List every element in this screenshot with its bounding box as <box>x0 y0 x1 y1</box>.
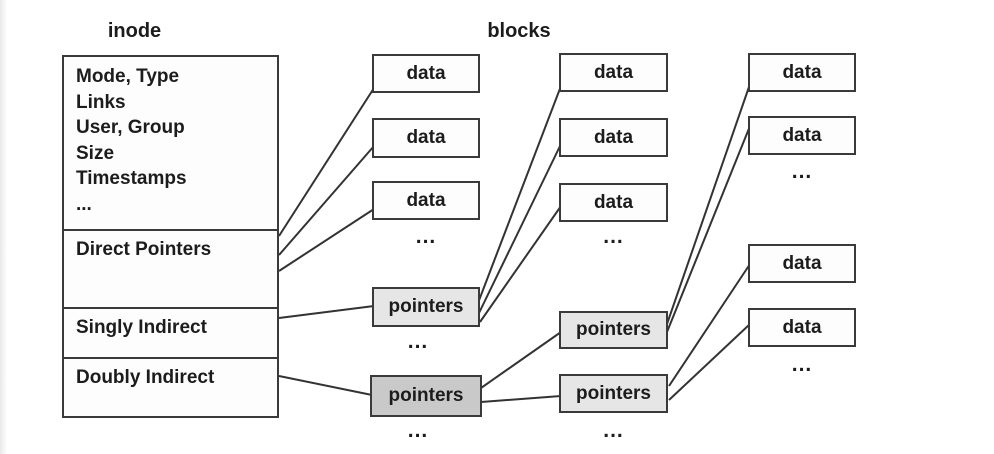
inode-attribute: User, Group <box>76 117 185 138</box>
data-block: data <box>748 308 856 347</box>
inode-attribute: Timestamps <box>76 168 187 189</box>
inode-label: inode <box>107 20 162 42</box>
inode-section-singly-indirect: Singly Indirect <box>64 307 277 357</box>
data-block: data <box>559 53 668 92</box>
data-block: data <box>372 181 480 220</box>
connector-line <box>666 125 751 333</box>
data-block: data <box>748 116 856 155</box>
connector-line <box>668 263 751 387</box>
connector-line <box>480 331 562 389</box>
data-block: data <box>372 118 480 158</box>
connector-line <box>278 375 373 396</box>
ellipsis: ... <box>603 225 624 248</box>
pointers-block-doubly: pointers <box>370 375 482 417</box>
inode-section-doubly-indirect: Doubly Indirect <box>64 357 277 416</box>
left-edge-strip <box>0 0 7 454</box>
inode-attribute: Size <box>76 142 115 164</box>
connector-line <box>668 323 751 401</box>
data-block: data <box>559 118 668 157</box>
connector-line <box>278 87 375 237</box>
inode-attributes-section: Mode, Type Links User, Group Size Timest… <box>64 57 277 229</box>
connector-line <box>478 143 562 314</box>
inode-attribute: Links <box>76 91 126 113</box>
connector-line <box>278 208 375 272</box>
connector-line <box>479 205 562 323</box>
inode-attributes-ellipsis: ... <box>76 193 92 215</box>
ellipsis: ... <box>603 419 624 442</box>
data-block: data <box>372 54 480 93</box>
connector-line <box>480 395 562 403</box>
connector-line <box>278 145 375 256</box>
pointers-block-level2-upper: pointers <box>559 311 668 349</box>
pointers-block-singly: pointers <box>372 287 480 327</box>
connector-line <box>666 83 751 325</box>
data-block: data <box>748 53 856 92</box>
inode-section-direct-pointers: Direct Pointers <box>64 229 277 307</box>
blocks-label: blocks <box>487 20 551 42</box>
ellipsis: ... <box>407 330 429 353</box>
data-block: data <box>559 183 668 222</box>
inode-box: Mode, Type Links User, Group Size Timest… <box>62 55 279 418</box>
connector-line <box>278 305 375 319</box>
ellipsis: ... <box>791 160 813 183</box>
connector-line <box>477 85 562 304</box>
ellipsis: ... <box>791 353 813 376</box>
pointers-block-level2-lower: pointers <box>559 374 668 413</box>
data-block: data <box>748 244 856 283</box>
ellipsis: ... <box>407 419 429 442</box>
inode-attribute: Mode, Type <box>76 66 180 87</box>
ellipsis: ... <box>415 225 437 248</box>
